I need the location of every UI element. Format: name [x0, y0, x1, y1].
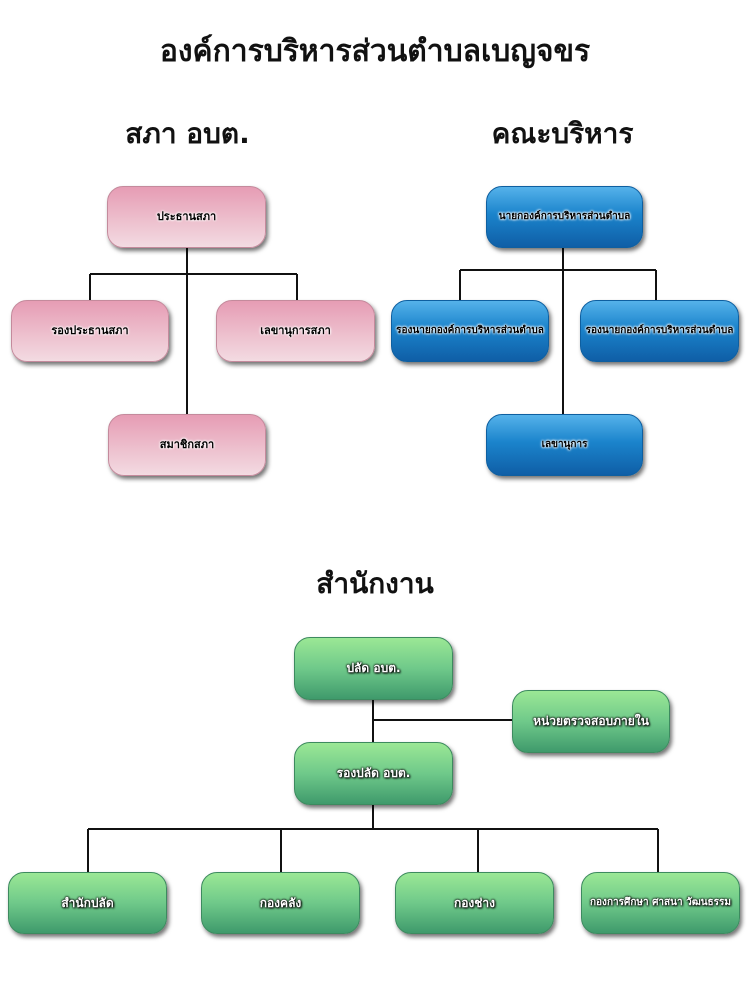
page-title: องค์การบริหารส่วนตำบลเบญจขร	[159, 34, 591, 69]
office-chief-label: ปลัด อบต.	[346, 661, 401, 676]
division-box: กองการศึกษา ศาสนา วัฒนธรรม	[581, 872, 740, 934]
council-vice-president-box: รองประธานสภา	[11, 300, 169, 362]
division-label: กองคลัง	[259, 895, 302, 910]
office-audit-label: หน่วยตรวจสอบภายใน	[533, 714, 649, 729]
executive-mayor-box: นายกองค์การบริหารส่วนตำบล	[486, 186, 643, 248]
executive-secretary-label: เลขานุการ	[541, 439, 588, 450]
council-members-box: สมาชิกสภา	[108, 414, 266, 476]
office-deputy-chief-label: รองปลัด อบต.	[336, 766, 411, 781]
council-president-label: ประธานสภา	[156, 210, 217, 224]
council-vice-president-label: รองประธานสภา	[51, 324, 129, 338]
division-label: กองการศึกษา ศาสนา วัฒนธรรม	[590, 897, 731, 908]
executive-secretary-box: เลขานุการ	[486, 414, 643, 476]
council-section-title: สภา อบต.	[125, 117, 250, 150]
council-president-box: ประธานสภา	[107, 186, 266, 248]
division-label: สำนักปลัด	[61, 895, 114, 910]
council-secretary-box: เลขานุการสภา	[216, 300, 375, 362]
council-secretary-label: เลขานุการสภา	[260, 324, 331, 338]
executive-deputy-left-label: รองนายกองค์การบริหารส่วนตำบล	[396, 325, 544, 336]
division-box: กองคลัง	[201, 872, 360, 934]
executive-deputy-left-box: รองนายกองค์การบริหารส่วนตำบล	[391, 300, 549, 362]
office-audit-box: หน่วยตรวจสอบภายใน	[512, 690, 670, 753]
executive-deputy-right-box: รองนายกองค์การบริหารส่วนตำบล	[580, 300, 739, 362]
division-box: สำนักปลัด	[8, 872, 167, 934]
executive-mayor-label: นายกองค์การบริหารส่วนตำบล	[498, 211, 631, 222]
office-chief-box: ปลัด อบต.	[294, 637, 453, 700]
executive-section-title: คณะบริหาร	[491, 117, 634, 150]
office-section-title: สำนักงาน	[316, 567, 434, 600]
executive-deputy-right-label: รองนายกองค์การบริหารส่วนตำบล	[585, 325, 734, 336]
council-members-label: สมาชิกสภา	[159, 438, 215, 452]
division-box: กองช่าง	[395, 872, 554, 934]
division-label: กองช่าง	[453, 895, 496, 910]
office-deputy-chief-box: รองปลัด อบต.	[294, 742, 453, 805]
